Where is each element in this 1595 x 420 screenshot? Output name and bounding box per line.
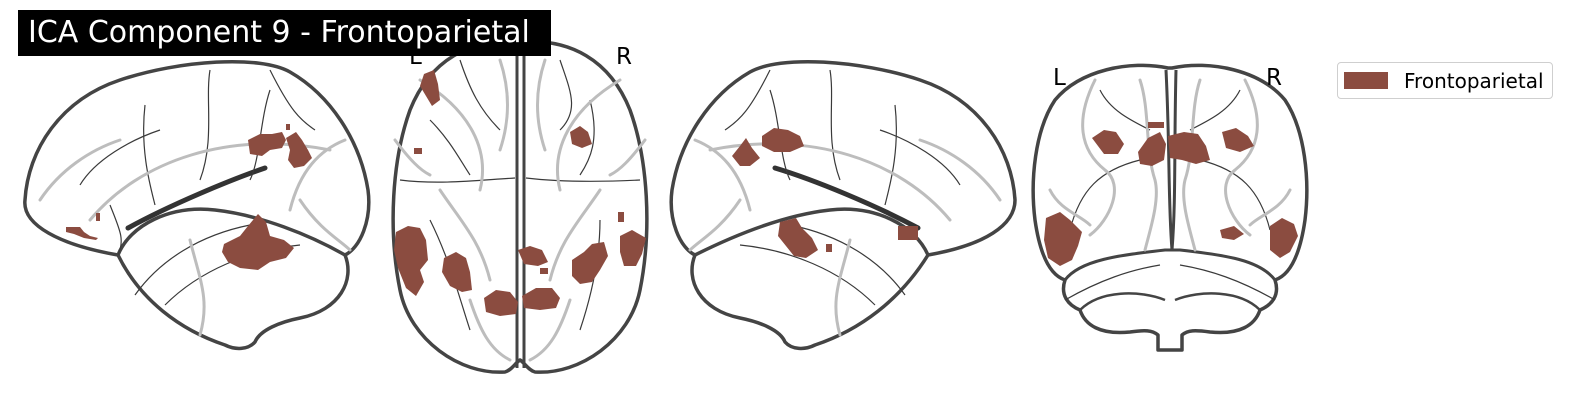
activation-cluster xyxy=(1044,122,1298,266)
coronal-right-label: R xyxy=(1266,65,1282,91)
legend-swatch xyxy=(1344,72,1388,89)
axial-right-label: R xyxy=(616,44,632,70)
activation-cluster xyxy=(394,70,646,316)
activation-cluster xyxy=(66,124,312,270)
brain-outline xyxy=(669,59,1017,351)
brain-outline xyxy=(23,59,371,351)
axial-left-label: L xyxy=(409,44,422,70)
brain-outline xyxy=(1031,63,1309,352)
axial-view xyxy=(391,39,649,374)
legend-label: Frontoparietal xyxy=(1404,68,1544,93)
coronal-left-label: L xyxy=(1053,65,1066,91)
figure-title: ICA Component 9 - Frontoparietal xyxy=(18,10,551,56)
legend: Frontoparietal xyxy=(1337,62,1553,99)
temporal-lobe-outline xyxy=(116,207,346,257)
sagittal-left-view xyxy=(23,59,371,351)
sagittal-right-view xyxy=(669,59,1017,351)
activation-cluster xyxy=(732,128,918,258)
coronal-view xyxy=(1031,63,1309,352)
brain-outline xyxy=(391,39,649,374)
